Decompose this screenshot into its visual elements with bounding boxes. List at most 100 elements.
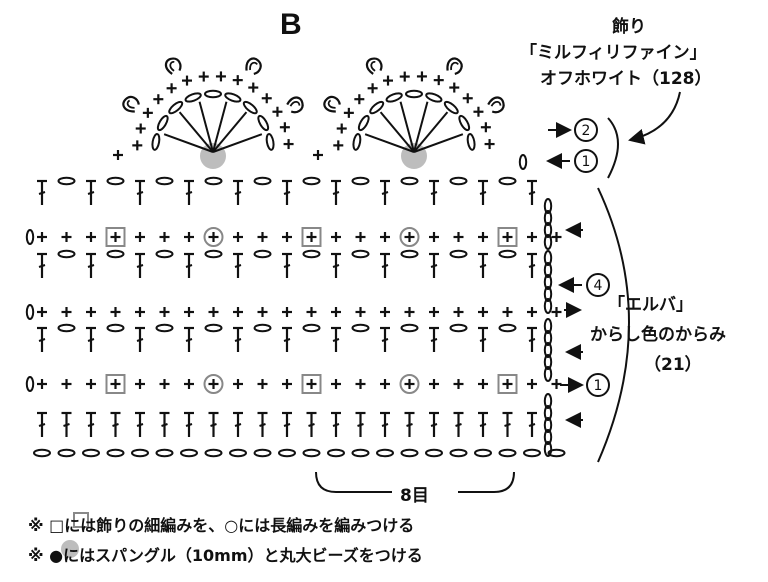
foundation-chain [498,448,517,458]
chain-stitch [449,323,468,333]
double-crochet [84,179,98,207]
single-crochet [182,305,196,319]
chain-stitch [253,176,272,186]
panel-label: B [280,8,302,41]
repeat-label: 8目 [400,486,429,506]
fan-single-crochet [131,139,144,152]
double-crochet [354,411,367,439]
ornament-title: 飾り [612,17,646,37]
foundation-chain [180,448,198,458]
chain-stitch [57,176,76,186]
single-crochet [109,305,122,319]
chain-stitch [155,176,174,186]
decoration-box [301,227,322,247]
fan-single-crochet [448,81,461,94]
fan-single-crochet [278,121,291,134]
double-crochet [280,326,294,354]
double-crochet [133,252,147,280]
single-crochet [231,305,245,319]
fan-stitch [198,101,214,153]
single-crochet [452,230,465,244]
ornament-arrow [628,91,681,145]
single-crochet [378,377,392,391]
picot [320,93,343,115]
fan-stitch [212,101,228,153]
single-crochet [378,230,392,244]
fan-stitch [212,133,263,153]
double-crochet [231,179,245,207]
ornament-fans [111,54,528,170]
double-crochet [525,179,539,207]
single-crochet [476,305,490,319]
double-crochet [329,252,343,280]
foundation-chain [229,448,247,458]
picot [444,55,466,77]
single-crochet [354,305,367,319]
double-crochet [329,411,343,439]
row-number-circle [574,149,598,173]
single-crochet [354,377,367,391]
fan-single-crochet [152,93,165,106]
single-crochet [305,230,318,244]
chain-stitch [400,249,419,259]
double-crochet [35,179,49,207]
double-crochet [182,179,196,207]
double-crochet [35,411,49,439]
double-crochet [133,326,147,354]
double-crochet [60,411,73,439]
single-crochet [158,230,171,244]
fan-chain [223,90,243,105]
single-crochet [182,230,196,244]
single-crochet [427,305,441,319]
single-crochet [231,230,245,244]
fan-chain [518,154,528,170]
single-crochet [476,230,490,244]
foundation-chain [131,448,149,458]
single-crochet [305,305,318,319]
single-crochet [329,230,343,244]
fan-chain [264,132,276,152]
note-bead-symbol [61,540,79,558]
single-crochet [133,230,147,244]
chain-stitch [498,176,517,186]
foundation-chain [425,448,443,458]
fan-single-crochet [432,74,445,87]
single-crochet [525,305,539,319]
fan-chain [405,89,423,99]
fan-chain [424,90,444,105]
fan-single-crochet [415,70,429,83]
single-crochet [280,377,294,391]
single-crochet [354,230,367,244]
single-crochet [182,377,196,391]
single-crochet [452,377,465,391]
single-crochet [427,230,441,244]
turning-chain [25,229,35,245]
chain-stitch [449,249,468,259]
double-crochet [476,252,490,280]
double-crochet [84,252,98,280]
double-crochet [427,411,441,439]
repeat-bracket [315,471,515,493]
chain-stitch [253,249,272,259]
row-number-label: 1 [594,378,603,394]
note-decoration: ※ □には飾りの細編みを、○には長編みを編みつける [28,516,415,535]
single-crochet [231,377,245,391]
row-number-label: 4 [594,278,603,294]
fan-chain [204,89,222,99]
fan-stitch [364,133,415,153]
chain-stitch [302,323,321,333]
double-crochet [280,179,294,207]
single-crochet [329,305,343,319]
single-crochet [525,377,539,391]
main-yarn-name: 「エルバ」 [608,295,693,315]
row-number-circle [586,273,610,297]
double-crochet [329,326,343,354]
fan-single-crochet [260,92,273,105]
chain-stitch [253,323,272,333]
fan-single-crochet [231,74,244,87]
foundation-chain [327,448,345,458]
fan-single-crochet [472,105,485,118]
double-crochet [476,326,490,354]
single-crochet [60,230,73,244]
